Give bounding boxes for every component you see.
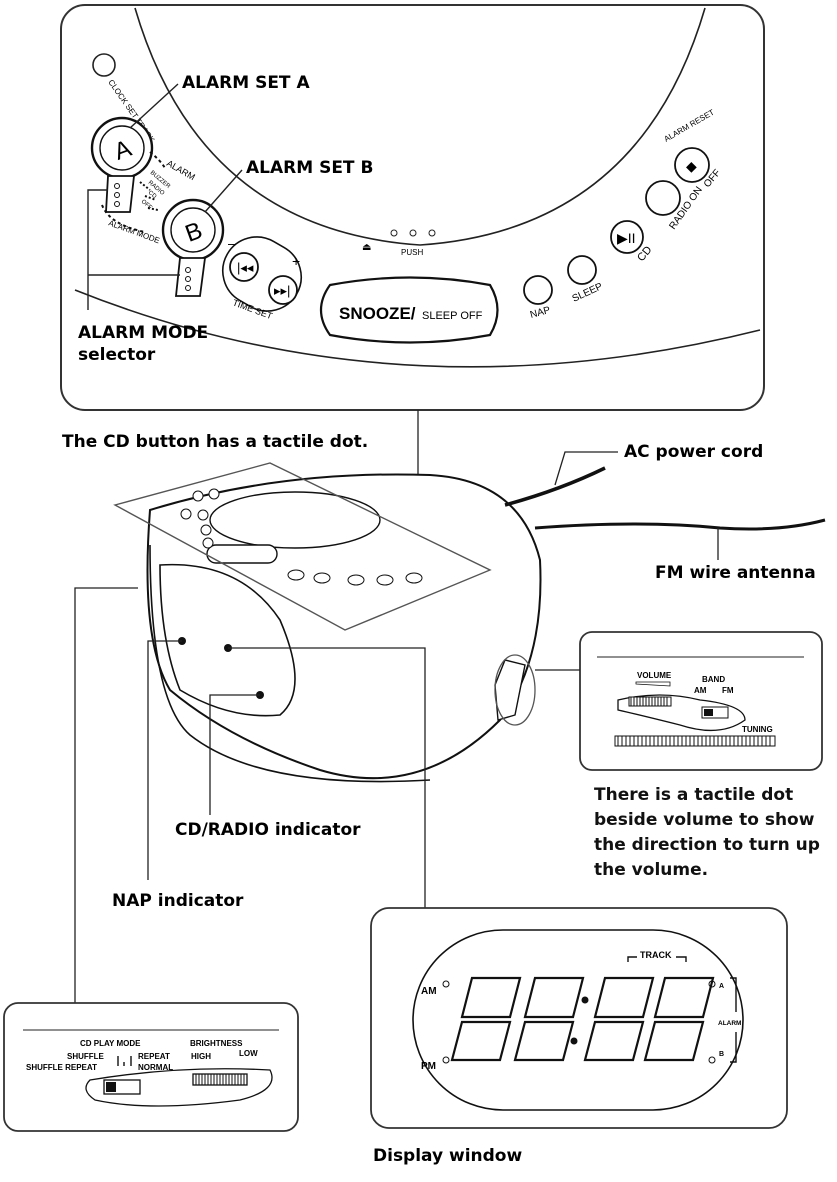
alarm-word-label: ALARM <box>165 158 197 182</box>
top-panel-outline <box>113 462 492 631</box>
off-small-label: OFF <box>140 199 153 212</box>
alarm-indicator-label: ALARM <box>718 1020 741 1027</box>
lcd-digits <box>450 976 715 1062</box>
cd-radio-indicator-leader <box>209 694 260 815</box>
alarm-set-b-leader <box>204 169 243 213</box>
body-snooze <box>206 544 278 564</box>
sleep-label: SLEEP <box>571 281 605 305</box>
play-pause-icon: ▶II <box>617 230 636 246</box>
plus-label: + <box>292 253 300 269</box>
cd-play-pause-button[interactable] <box>610 220 644 254</box>
tuning-label: TUNING <box>742 725 773 734</box>
high-label: HIGH <box>191 1052 211 1061</box>
ac-power-cord-label: AC power cord <box>624 442 763 462</box>
track-label: TRACK <box>640 950 672 960</box>
cd-lid-arc <box>134 7 706 246</box>
cd-lid <box>209 491 381 549</box>
volume-label: VOLUME <box>637 671 672 680</box>
nap-indicator-label: NAP indicator <box>112 891 244 911</box>
eject-icon: ⏏ <box>362 242 371 253</box>
alarm-set-a-inner <box>99 125 145 171</box>
fast-forward-icon: ▸▸| <box>274 283 290 298</box>
rewind-icon: |◂◂ <box>237 260 254 275</box>
am-indicator-label: AM <box>421 986 437 997</box>
minus-label: – <box>228 235 236 251</box>
shuffle-label: SHUFFLE <box>67 1052 105 1061</box>
repeat-label: REPEAT <box>138 1052 170 1061</box>
shuffle-repeat-label: SHUFFLE REPEAT <box>26 1063 97 1072</box>
side-controls <box>494 659 526 721</box>
volume-dial[interactable] <box>628 696 672 707</box>
bottom-panel-leader <box>74 587 138 1003</box>
low-label: LOW <box>239 1049 258 1058</box>
radio-on-button[interactable] <box>645 180 681 216</box>
alarm-set-b-inner <box>170 207 216 253</box>
band-switch[interactable] <box>701 706 729 719</box>
alarm-b-mode-slider[interactable] <box>175 257 207 297</box>
alarm-a-indicator: A <box>719 983 724 990</box>
mode-selector-leader-a <box>87 189 108 310</box>
note-line-3: the direction to turn up <box>594 835 820 855</box>
volume-tactile-note: There is a tactile dot beside volume to … <box>594 783 834 883</box>
note-line-1: There is a tactile dot <box>594 785 794 805</box>
side-panel-frame <box>579 631 823 771</box>
alarm-set-a-leader <box>129 83 179 129</box>
bottom-panel-frame <box>3 1002 299 1132</box>
alarm-a-mode-slider[interactable] <box>105 175 136 213</box>
sleep-button[interactable] <box>567 255 597 285</box>
band-label: BAND <box>702 675 725 684</box>
time-set-minus-button[interactable] <box>229 252 259 282</box>
note-line-2: beside volume to show <box>594 810 815 830</box>
cd-tactile-caption: The CD button has a tactile dot. <box>62 432 368 452</box>
clock-set-track-button[interactable] <box>92 53 116 77</box>
display-window-label: Display window <box>373 1146 522 1166</box>
normal-label: NORMAL <box>138 1063 173 1072</box>
fm-wire-antenna-label: FM wire antenna <box>655 563 816 583</box>
alarm-mode-selector-label-2: selector <box>78 345 156 365</box>
note-line-4: the volume. <box>594 860 709 880</box>
alarm-mode-small-label: ALARM MODE <box>107 218 161 245</box>
alarm-b-indicator: B <box>719 1051 724 1058</box>
volume-wedge <box>635 681 671 687</box>
alarm-set-b-label: ALARM SET B <box>246 158 373 178</box>
alarm-reset-label: ALARM RESET <box>663 108 716 144</box>
ac-power-cord <box>504 466 606 507</box>
stop-icon: ◆ <box>686 158 697 174</box>
cd-play-mode-label: CD PLAY MODE <box>80 1039 141 1048</box>
top-panel-frame <box>60 4 765 411</box>
display-lcd-outline <box>412 929 744 1111</box>
time-set-plus-button[interactable] <box>268 275 298 305</box>
fm-wire-antenna <box>534 518 826 531</box>
nap-label: NAP <box>529 305 552 321</box>
snooze-button[interactable] <box>319 276 499 344</box>
nap-button[interactable] <box>523 275 553 305</box>
fm-switch-label: FM <box>722 686 734 695</box>
brightness-label: BRIGHTNESS <box>190 1039 243 1048</box>
alarm-mode-selector-label-1: ALARM MODE <box>78 323 208 343</box>
alarm-set-a-label: ALARM SET A <box>182 73 310 93</box>
cd-radio-indicator-label: CD/RADIO indicator <box>175 820 361 840</box>
snooze-label: SNOOZE/ <box>339 304 416 323</box>
pm-indicator-label: PM <box>421 1061 436 1072</box>
panel-edge-arc <box>74 289 761 368</box>
cd-small-label: CD <box>147 190 158 201</box>
sleep-off-label: SLEEP OFF <box>422 310 483 322</box>
front-display-window <box>159 563 296 717</box>
tuning-dial[interactable] <box>614 735 776 747</box>
nap-indicator-leader <box>147 640 182 880</box>
push-label: PUSH <box>401 248 423 257</box>
alarm-reset-off-button[interactable] <box>674 147 710 183</box>
am-switch-label: AM <box>694 686 707 695</box>
display-window-leader <box>228 647 426 908</box>
